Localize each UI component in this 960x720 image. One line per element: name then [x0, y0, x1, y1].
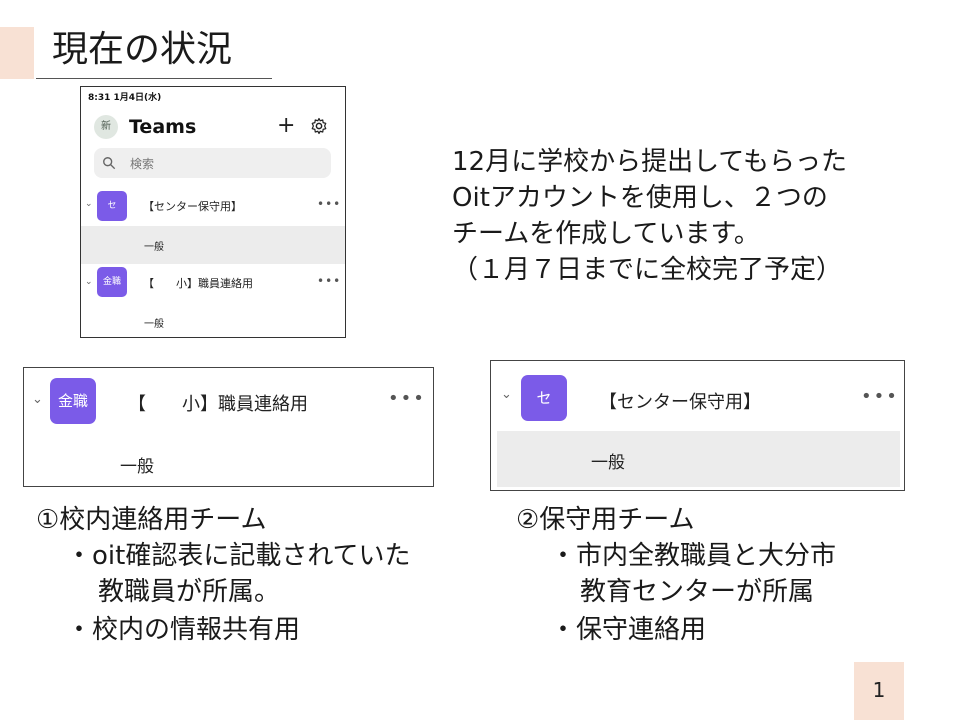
- teams-phone-screenshot: 8:31 1月4日(水) 新 Teams + 検索 ⌄ セ 【センター保守用】 …: [80, 86, 346, 338]
- chevron-down-icon[interactable]: ⌄: [501, 387, 512, 402]
- channel-name: 一般: [591, 453, 625, 473]
- channel-row-selected[interactable]: 一般: [497, 431, 900, 487]
- description-line: チームを作成しています。: [452, 219, 760, 249]
- team-name: 【センター保守用】: [599, 392, 761, 413]
- description-line: （１月７日までに全校完了予定）: [452, 255, 843, 285]
- section1-heading: ①校内連絡用チーム: [36, 505, 267, 535]
- search-icon: [103, 157, 116, 170]
- team-tile: 金職: [97, 267, 127, 297]
- chevron-down-icon[interactable]: ⌄: [85, 199, 93, 209]
- center-team-card: ⌄ セ 【センター保守用】 ••• 一般: [490, 360, 905, 491]
- team-row-center[interactable]: ⌄ セ 【センター保守用】 •••: [81, 187, 345, 225]
- status-bar-time: 8:31 1月4日(水): [88, 93, 162, 103]
- team-name: 【 小】職員連絡用: [128, 394, 308, 415]
- team-name: 【 小】職員連絡用: [143, 277, 253, 290]
- title-underline: [36, 78, 272, 79]
- team-tile: セ: [521, 375, 567, 421]
- more-options-icon[interactable]: •••: [317, 274, 342, 288]
- team-name: 【センター保守用】: [143, 200, 242, 213]
- staff-team-card: ⌄ 金職 【 小】職員連絡用 ••• 一般: [23, 367, 434, 487]
- section1-line: ・oit確認表に記載されていた: [66, 541, 411, 571]
- search-placeholder: 検索: [130, 157, 155, 171]
- channel-name: 一般: [120, 457, 154, 477]
- chevron-down-icon[interactable]: ⌄: [32, 392, 43, 407]
- more-options-icon[interactable]: •••: [861, 386, 899, 407]
- description-text: 12月に学校から提出してもらった Oitアカウントを使用し、２つの チームを作成…: [452, 144, 847, 288]
- team-row-staff[interactable]: ⌄ 金職 【 小】職員連絡用 •••: [81, 265, 345, 303]
- team-tile: セ: [97, 191, 127, 221]
- page-number: 1: [872, 678, 886, 702]
- chevron-down-icon[interactable]: ⌄: [85, 277, 93, 287]
- description-line: Oitアカウントを使用し、２つの: [452, 183, 828, 213]
- page-number-box: 1: [854, 662, 904, 720]
- team-tile: 金職: [50, 378, 96, 424]
- channel-name: 一般: [144, 319, 164, 330]
- section2-line: ・市内全教職員と大分市: [550, 541, 837, 571]
- description-line: 12月に学校から提出してもらった: [452, 147, 848, 177]
- channel-row-selected[interactable]: 一般: [81, 226, 345, 264]
- gear-icon[interactable]: [310, 117, 328, 135]
- plus-icon[interactable]: +: [277, 113, 296, 138]
- title-accent-bar: [0, 27, 34, 79]
- section2-line: ・保守連絡用: [550, 615, 707, 645]
- more-options-icon[interactable]: •••: [317, 197, 342, 211]
- app-title: Teams: [129, 116, 197, 138]
- section2-heading: ②保守用チーム: [516, 505, 695, 535]
- section2-line: 教育センターが所属: [580, 577, 815, 607]
- slide-title: 現在の状況: [52, 29, 233, 70]
- avatar[interactable]: 新: [94, 115, 118, 139]
- section1-line: ・校内の情報共有用: [66, 615, 301, 645]
- search-input[interactable]: 検索: [94, 148, 331, 178]
- more-options-icon[interactable]: •••: [388, 388, 426, 409]
- channel-name: 一般: [144, 242, 164, 253]
- channel-row[interactable]: 一般: [81, 305, 345, 335]
- section1-line: 教職員が所属。: [98, 577, 281, 607]
